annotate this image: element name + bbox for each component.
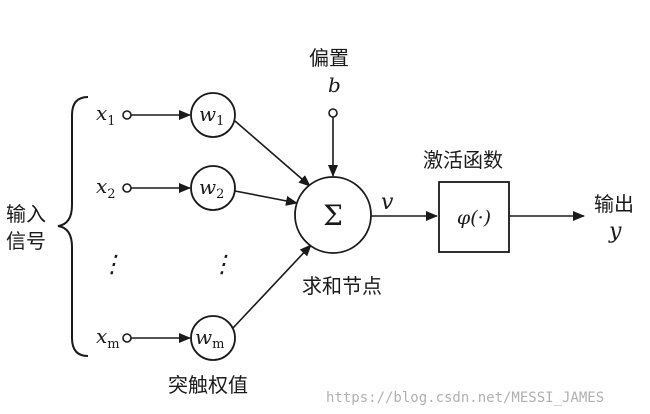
w1-to-sum-arrow [234, 120, 311, 187]
summing-junction-circle [294, 176, 372, 254]
input-x1-node [122, 110, 132, 120]
bias-label: 偏置 [309, 46, 349, 70]
synaptic-weights-label: 突触权值 [168, 373, 248, 397]
summation-symbol: Σ [323, 199, 343, 232]
input-xm-node [122, 333, 132, 343]
activation-function-symbol: φ(·) [457, 207, 491, 229]
activation-function-box [438, 181, 510, 253]
weight-w2-circle [190, 165, 236, 211]
wm-to-sum-arrow [232, 244, 312, 329]
input-signals-label-line1: 输入 [6, 202, 46, 226]
input-x2-node [122, 183, 132, 193]
input-x1-label: x1 [96, 101, 116, 129]
w2-to-sum-arrow [234, 190, 298, 206]
input-signals-label-line2: 信号 [6, 229, 46, 253]
watermark-text: https://blog.csdn.net/MESSI_JAMES [326, 390, 604, 406]
output-label: 输出 [594, 192, 634, 216]
input-xm-label: xm [96, 324, 120, 352]
activation-function-title: 激活函数 [423, 148, 503, 172]
output-symbol: y [608, 219, 622, 244]
induced-field-symbol: v [381, 190, 394, 215]
weight-w1-label: w1 [199, 102, 224, 129]
input-brace [57, 96, 89, 357]
summing-junction-label: 求和节点 [302, 274, 382, 298]
bias-node [328, 108, 338, 118]
weight-wm-label: wm [195, 325, 224, 352]
weight-wm-circle [190, 315, 236, 361]
weight-w2-label: w2 [199, 175, 224, 202]
input-x2-label: x2 [96, 174, 116, 202]
input-ellipsis: ⋮ [100, 250, 124, 278]
weight-w1-circle [190, 92, 236, 138]
weight-ellipsis: ⋮ [210, 250, 234, 278]
bias-symbol: b [328, 73, 341, 97]
